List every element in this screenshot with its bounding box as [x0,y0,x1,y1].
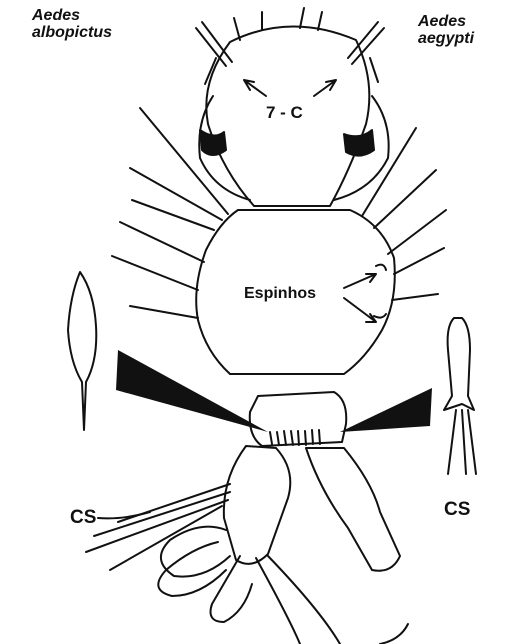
comb-scales [270,430,320,445]
cs-right-label: CS [444,500,470,520]
thorax-spine-upper [376,265,386,270]
espinhos-arrow-lower [344,298,376,322]
cs-right-scale [444,318,474,410]
head-dark-patch-right [344,130,374,156]
seven-c-arrow-left [244,80,266,96]
species-right-epithet: aegypti [418,31,474,48]
pointer-arrow-right [340,388,432,432]
species-label-right: Aedes aegypti [418,14,474,48]
espinhos-arrow-upper [344,274,376,288]
cs-right-prongs [448,410,476,474]
species-label-left: Aedes albopictus [32,8,112,42]
cs-left-scale [68,272,96,430]
antenna-right [348,22,384,82]
species-right-genus: Aedes [418,14,474,31]
siphon-left [224,446,290,564]
antenna-left [196,22,232,84]
head-dark-patch-left [200,130,226,155]
pointer-arrow-left [116,350,268,432]
species-left-genus: Aedes [32,8,112,25]
espinhos-label: Espinhos [244,286,316,303]
siphon-right [306,448,400,571]
species-left-epithet: albopictus [32,25,112,42]
seven-c-label: 7 - C [266,104,303,122]
seven-c-arrow-right [314,80,336,96]
cs-left-label: CS [70,508,96,528]
thorax-spine-lower [374,314,386,318]
anal-papilla-2 [158,542,226,596]
